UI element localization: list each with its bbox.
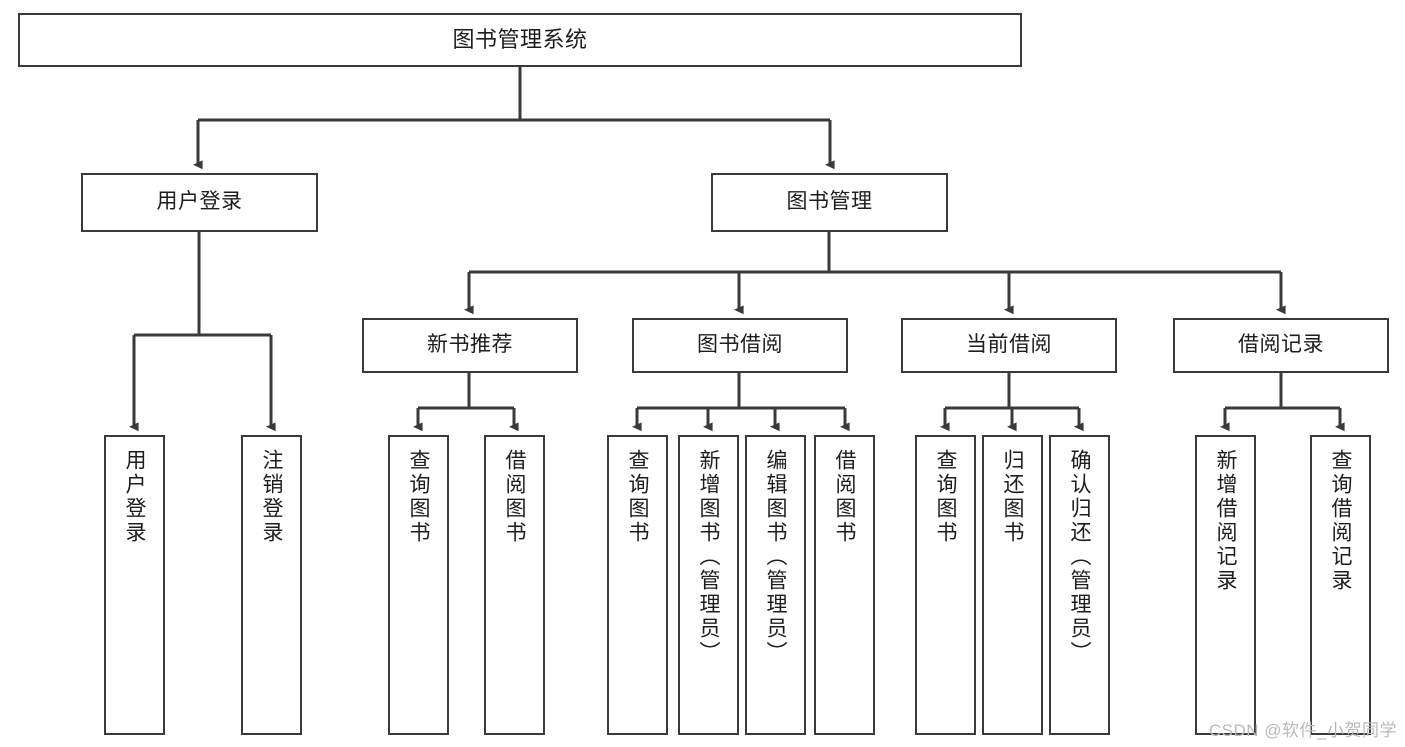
node-book-borrow[interactable]: 图书借阅 xyxy=(632,318,848,373)
node-leaf-user-login-label: 用户登录 xyxy=(123,449,146,545)
node-leaf-cur-confirm-label: 确认归还（管理员） xyxy=(1068,449,1091,665)
node-user-login[interactable]: 用户登录 xyxy=(81,173,318,232)
node-leaf-borrow-query-label: 查询图书 xyxy=(626,449,649,545)
node-leaf-borrow-lend-label: 借阅图书 xyxy=(833,449,856,545)
node-leaf-user-login[interactable]: 用户登录 xyxy=(104,435,165,735)
node-leaf-cur-return[interactable]: 归还图书 xyxy=(982,435,1043,735)
node-leaf-cur-query[interactable]: 查询图书 xyxy=(915,435,976,735)
node-current-borrow-label: 当前借阅 xyxy=(966,333,1052,357)
node-leaf-rec-search-label: 查询借阅记录 xyxy=(1329,449,1352,593)
node-leaf-cur-confirm[interactable]: 确认归还（管理员） xyxy=(1049,435,1110,735)
node-leaf-borrow-lend[interactable]: 借阅图书 xyxy=(814,435,875,735)
node-new-book-rec-label: 新书推荐 xyxy=(427,333,513,357)
node-current-borrow[interactable]: 当前借阅 xyxy=(901,318,1117,373)
node-leaf-borrow-add-label: 新增图书（管理员） xyxy=(697,449,720,665)
node-book-borrow-label: 图书借阅 xyxy=(697,333,783,357)
node-leaf-rec-add[interactable]: 新增借阅记录 xyxy=(1195,435,1256,735)
node-leaf-user-logout-label: 注销登录 xyxy=(260,449,283,545)
node-user-login-label: 用户登录 xyxy=(156,190,243,214)
node-leaf-borrow-edit-label: 编辑图书（管理员） xyxy=(764,449,787,665)
node-leaf-cur-return-label: 归还图书 xyxy=(1001,449,1024,545)
node-book-manage-label: 图书管理 xyxy=(786,190,873,214)
node-leaf-rec-borrow-label: 借阅图书 xyxy=(503,449,526,545)
node-book-manage[interactable]: 图书管理 xyxy=(711,173,948,232)
node-root[interactable]: 图书管理系统 xyxy=(18,13,1022,67)
node-leaf-borrow-edit[interactable]: 编辑图书（管理员） xyxy=(745,435,806,735)
node-leaf-rec-query-label: 查询图书 xyxy=(407,449,430,545)
node-leaf-rec-query[interactable]: 查询图书 xyxy=(388,435,449,735)
node-leaf-borrow-query[interactable]: 查询图书 xyxy=(607,435,668,735)
node-leaf-borrow-add[interactable]: 新增图书（管理员） xyxy=(678,435,739,735)
node-new-book-rec[interactable]: 新书推荐 xyxy=(362,318,578,373)
node-leaf-rec-search[interactable]: 查询借阅记录 xyxy=(1310,435,1371,735)
node-leaf-cur-query-label: 查询图书 xyxy=(934,449,957,545)
node-root-label: 图书管理系统 xyxy=(452,27,588,53)
node-leaf-user-logout[interactable]: 注销登录 xyxy=(241,435,302,735)
node-borrow-record[interactable]: 借阅记录 xyxy=(1173,318,1389,373)
node-leaf-rec-borrow[interactable]: 借阅图书 xyxy=(484,435,545,735)
node-borrow-record-label: 借阅记录 xyxy=(1238,333,1324,357)
node-leaf-rec-add-label: 新增借阅记录 xyxy=(1214,449,1237,593)
